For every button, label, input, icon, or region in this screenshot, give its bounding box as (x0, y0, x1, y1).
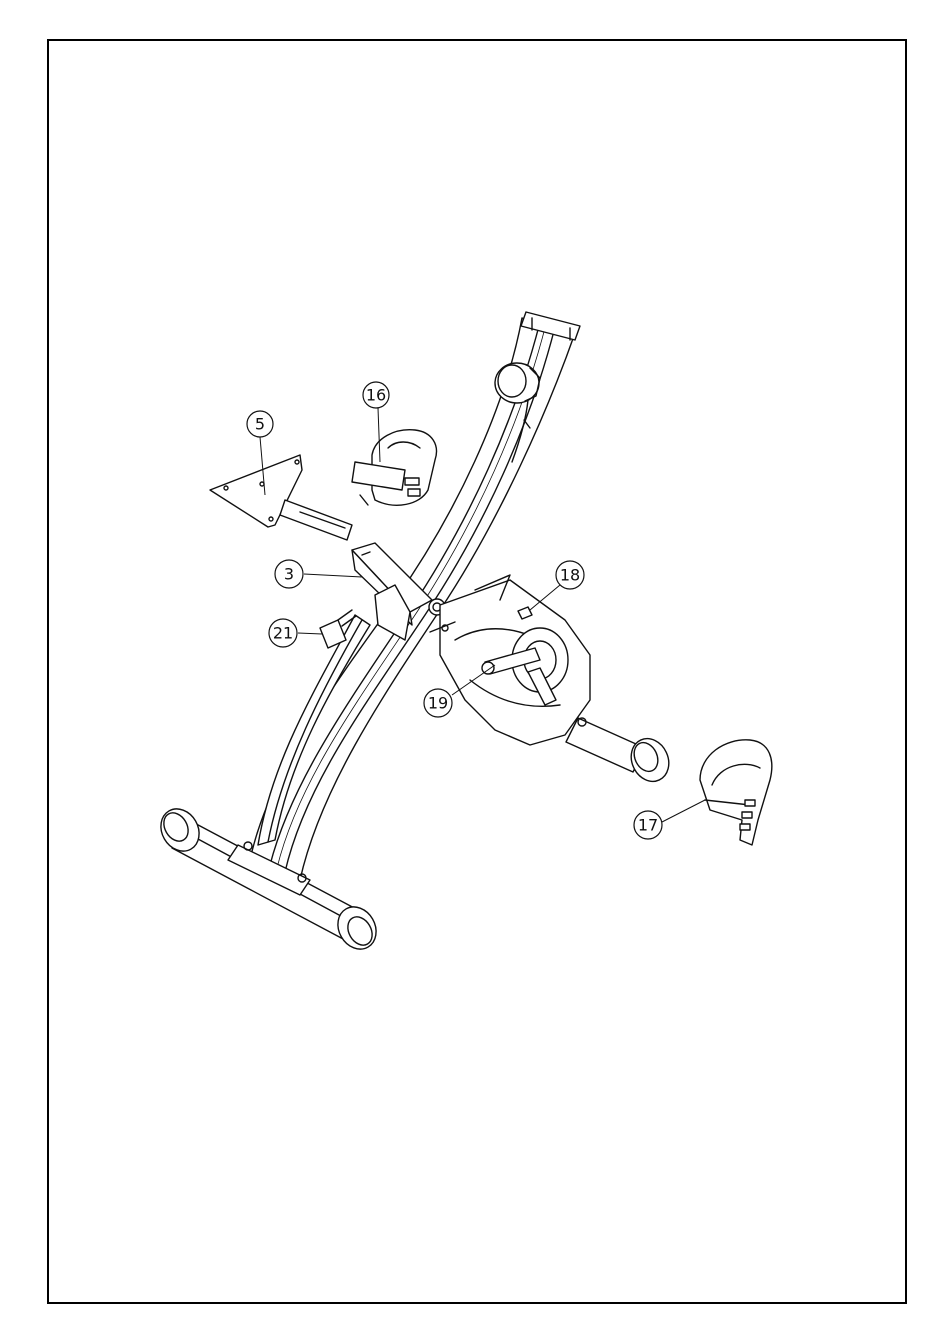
callout-label: 3 (284, 565, 294, 584)
rear-stabilizer (566, 718, 676, 788)
callout-16: 16 (363, 382, 389, 408)
callout-label: 17 (638, 816, 658, 835)
foot-strap (700, 740, 772, 845)
callout-label: 18 (560, 566, 580, 585)
seat-plate (210, 455, 352, 540)
adjustment-knob (495, 363, 540, 403)
flywheel-housing (430, 575, 590, 745)
callout-18: 18 (556, 561, 584, 589)
callout-19: 19 (424, 689, 452, 717)
callout-21: 21 (269, 619, 297, 647)
callout-label: 21 (273, 624, 293, 643)
callout-label: 5 (255, 415, 265, 434)
callout-label: 16 (366, 386, 386, 405)
callout-17: 17 (634, 811, 662, 839)
handle-strap-clamp (352, 430, 436, 505)
callout-3: 3 (275, 560, 303, 588)
callout-5: 5 (247, 411, 273, 437)
callout-label: 19 (428, 694, 448, 713)
